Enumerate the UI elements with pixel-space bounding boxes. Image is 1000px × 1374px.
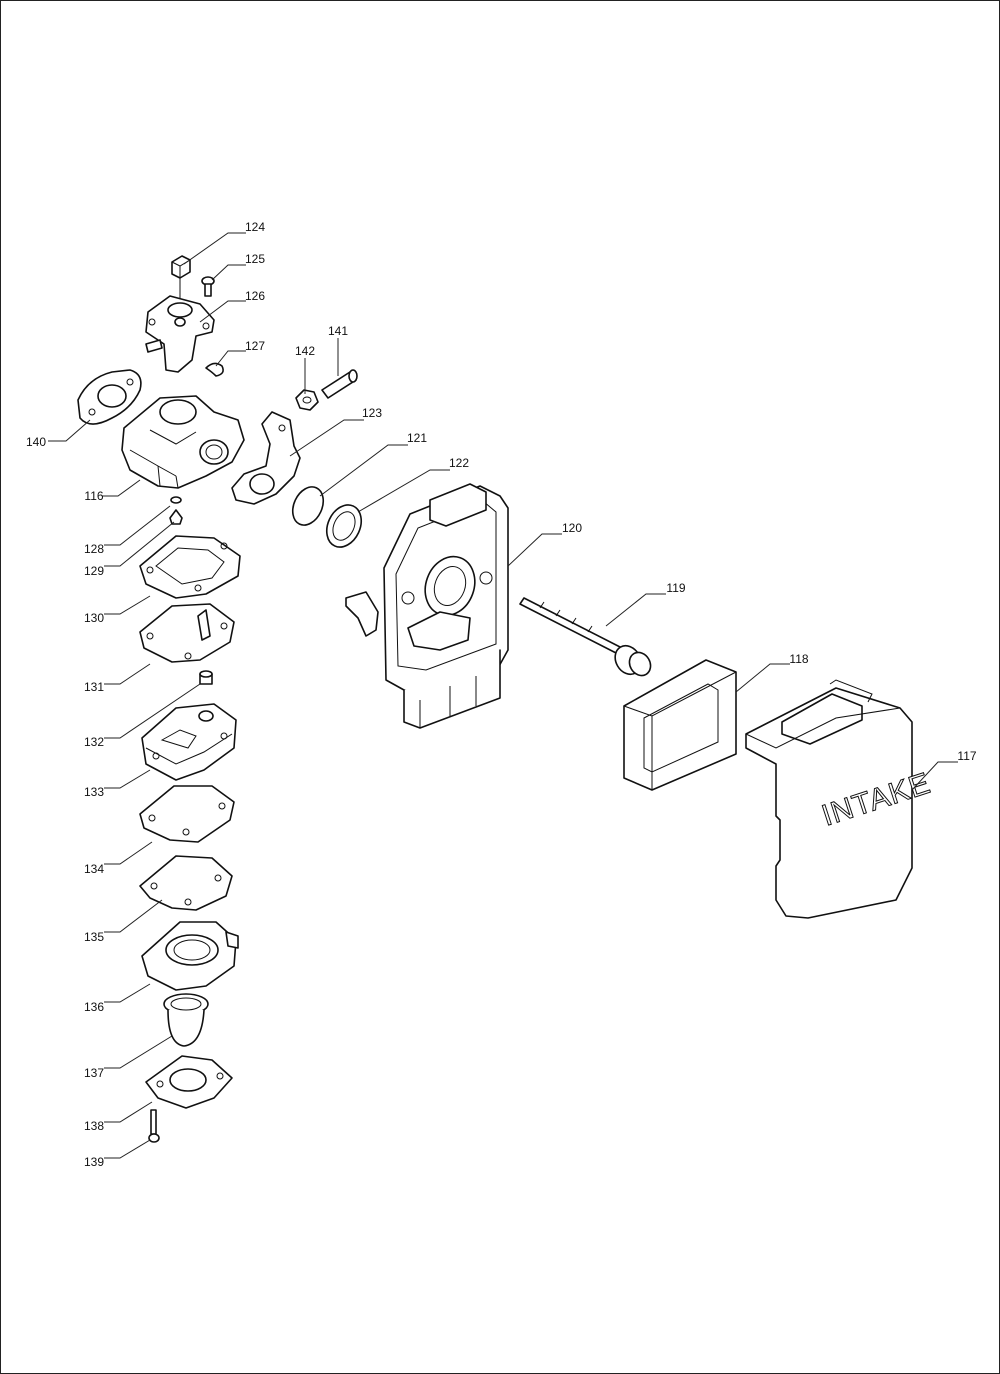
callout-123: 123: [362, 406, 382, 420]
part-138-flange: [145, 1055, 233, 1109]
callout-127: 127: [245, 339, 265, 353]
callout-124: 124: [245, 220, 265, 234]
callout-120: 120: [562, 521, 582, 535]
callout-138: 138: [84, 1119, 104, 1133]
callout-135: 135: [84, 930, 104, 944]
part-125-screw: [201, 276, 215, 297]
callout-129: 129: [84, 564, 104, 578]
callout-130: 130: [84, 611, 104, 625]
part-123-bracket: [231, 411, 301, 505]
part-135-diaphragm: [139, 855, 233, 911]
part-137-primer-bulb: [163, 993, 209, 1047]
callout-128: 128: [84, 542, 104, 556]
part-117-intake-cover: INTAKE: [745, 679, 935, 919]
callout-122: 122: [449, 456, 469, 470]
callout-126: 126: [245, 289, 265, 303]
part-129-needle: [169, 509, 183, 525]
part-127-clip: [205, 362, 224, 377]
part-122-gasket-ring: [325, 504, 363, 548]
part-116-carburetor-body: [121, 395, 245, 489]
callout-139: 139: [84, 1155, 104, 1169]
part-118-filter: [623, 659, 737, 791]
callout-142: 142: [295, 344, 315, 358]
part-134-gasket: [139, 785, 235, 843]
callout-136: 136: [84, 1000, 104, 1014]
part-133-pump-body: [141, 703, 237, 781]
part-124-knob: [171, 255, 191, 300]
part-136-cover: [141, 921, 239, 991]
callout-125: 125: [245, 252, 265, 266]
callout-131: 131: [84, 680, 104, 694]
part-140-gasket: [77, 369, 142, 425]
callout-141: 141: [328, 324, 348, 338]
part-131-diaphragm: [139, 603, 235, 663]
callout-labels: 124 125 126 127 140 116 128 129 130 131 …: [26, 220, 977, 1169]
callout-119: 119: [666, 581, 685, 595]
callout-118: 118: [789, 652, 808, 666]
callout-116: 116: [84, 489, 103, 503]
callout-121: 121: [407, 431, 427, 445]
callout-117: 117: [957, 749, 976, 763]
part-126-throttle-body: [145, 295, 215, 373]
callout-134: 134: [84, 862, 104, 876]
part-120-air-cleaner-base: [345, 483, 509, 729]
part-128-o-ring: [170, 496, 182, 504]
callout-137: 137: [84, 1066, 104, 1080]
part-121-o-ring: [291, 486, 325, 526]
leader-lines: [48, 232, 958, 1159]
part-132-pin: [199, 670, 213, 685]
part-130-plate: [139, 535, 241, 599]
part-142-nut: [295, 389, 319, 411]
part-139-screw: [148, 1109, 160, 1143]
callout-132: 132: [84, 735, 104, 749]
part-119-bolt: [519, 597, 652, 677]
part-141-fitting: [321, 369, 358, 399]
callout-140: 140: [26, 435, 46, 449]
callout-133: 133: [84, 785, 104, 799]
